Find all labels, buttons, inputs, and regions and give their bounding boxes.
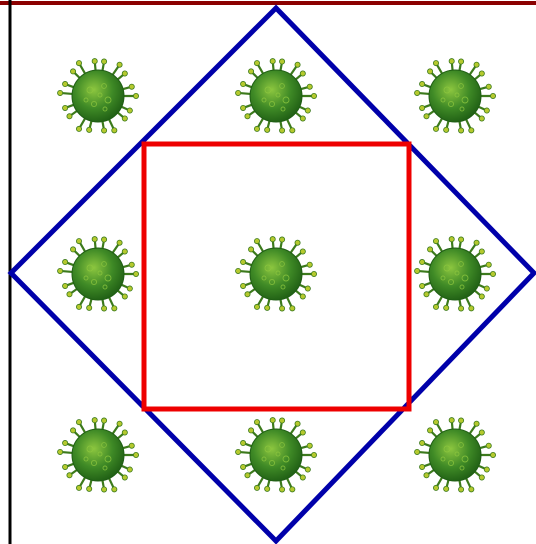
diagram-canvas [0,0,536,544]
